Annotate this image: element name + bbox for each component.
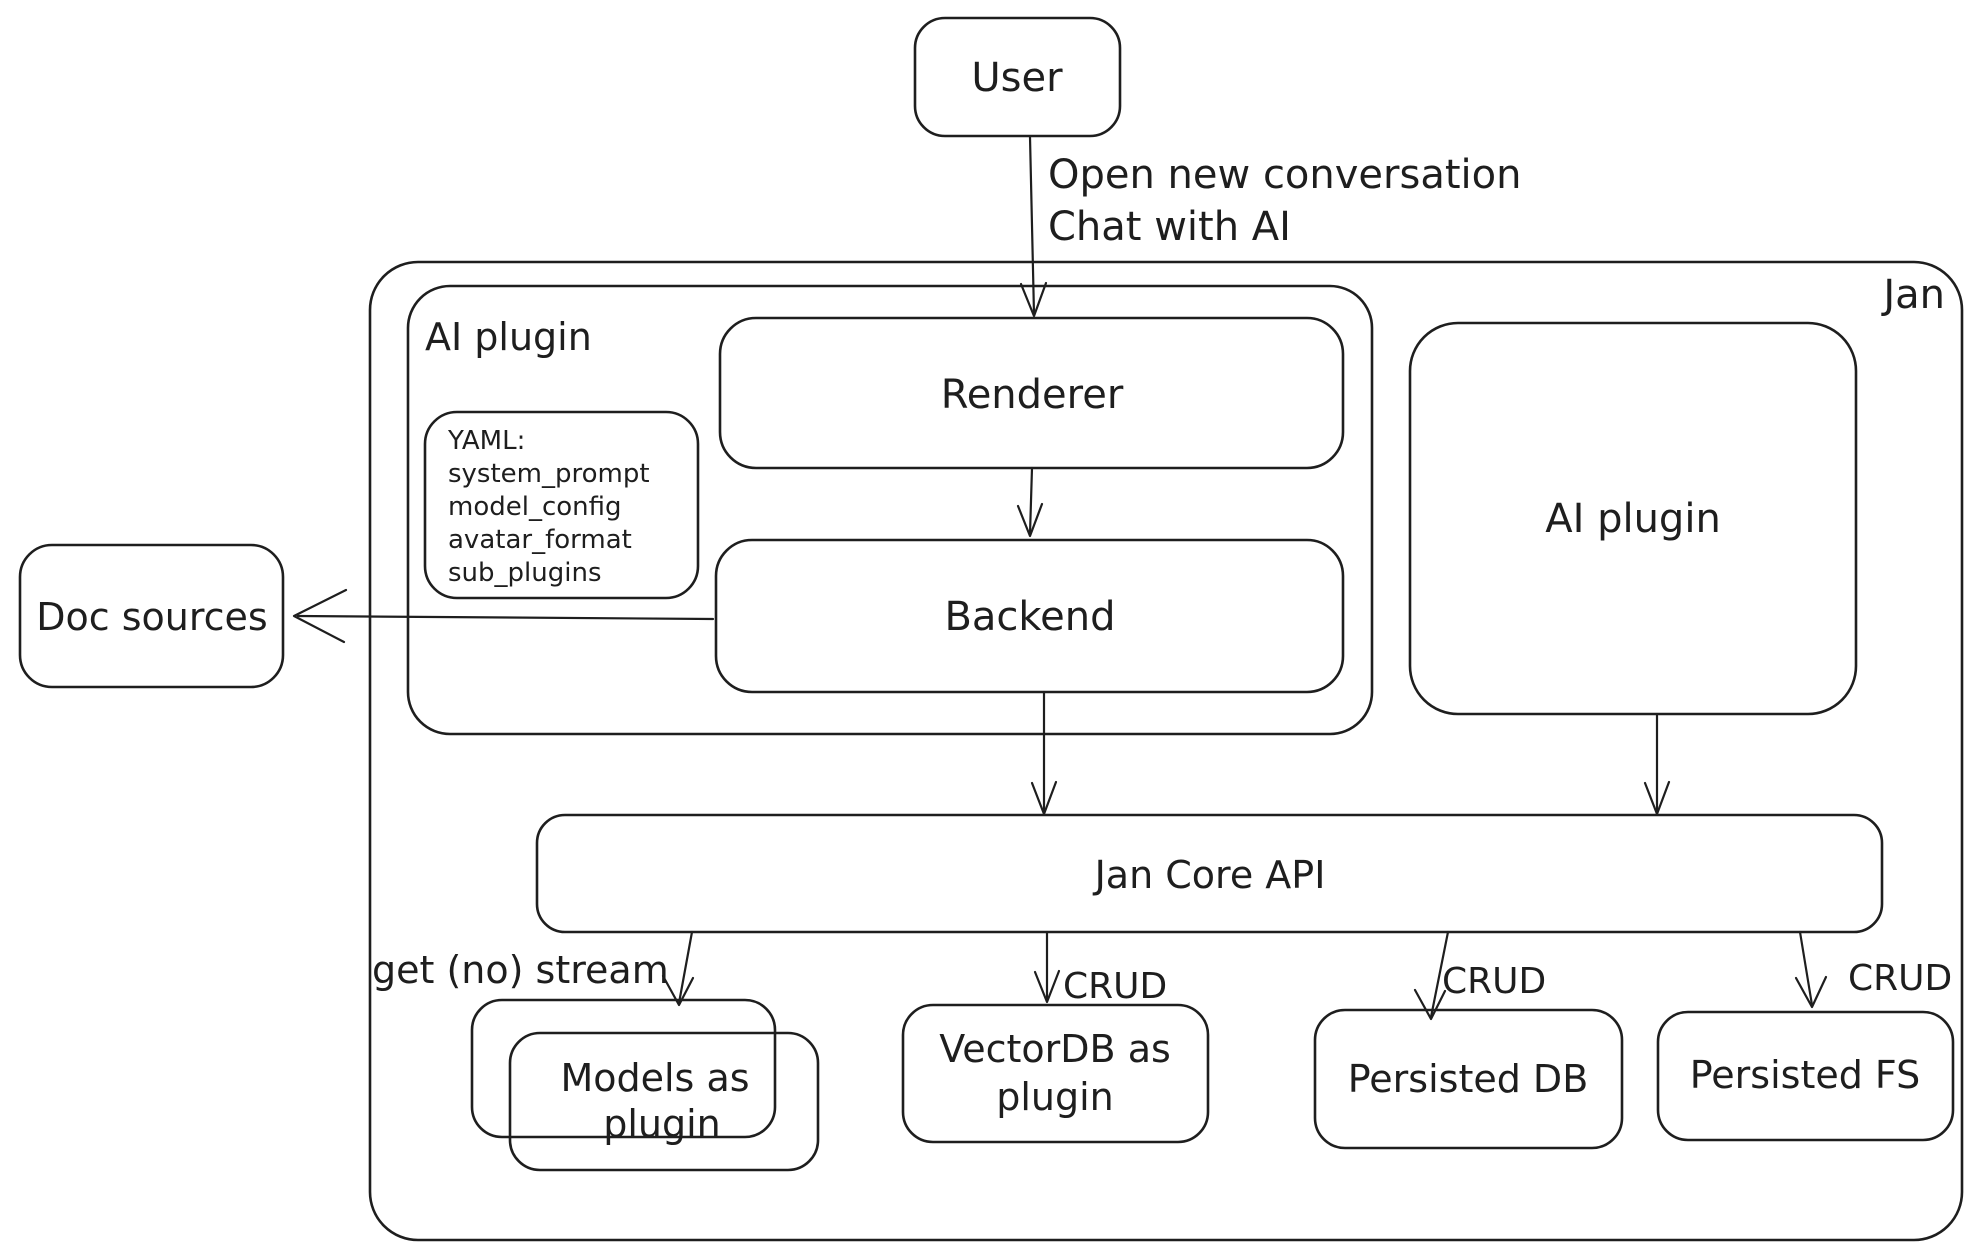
- edge-label-get-no-stream: get (no) stream: [372, 948, 669, 992]
- ai-plugin-right-label: AI plugin: [1545, 496, 1721, 542]
- yaml-note-line-2: system_prompt: [448, 459, 650, 489]
- vectordb-as-plugin-box: [901, 1003, 1210, 1144]
- user-label: User: [971, 55, 1063, 101]
- arrowhead-ai-plugin-to-jan-core-api: [1643, 780, 1671, 816]
- persisted-db-label: Persisted DB: [1348, 1057, 1589, 1101]
- edge-backend-to-doc-sources: [296, 614, 715, 621]
- ai-plugin-right-box: [1408, 321, 1858, 716]
- arrowhead-jan-core-api-to-persisted-db: [1413, 988, 1447, 1021]
- edge-label-chat-with-ai: Chat with AI: [1048, 204, 1291, 250]
- vectordb-as-plugin-label-line-2: plugin: [996, 1075, 1114, 1119]
- backend-box: [714, 538, 1345, 694]
- persisted-fs-label: Persisted FS: [1690, 1053, 1921, 1097]
- doc-sources-label: Doc sources: [36, 595, 267, 639]
- edge-jan-core-api-to-persisted-fs: [1798, 930, 1814, 1007]
- jan-container-label: Jan: [1880, 272, 1945, 318]
- persisted-fs-box: [1656, 1010, 1955, 1142]
- jan-core-api-box: [535, 813, 1884, 934]
- arrowhead-user-to-renderer: [1019, 281, 1048, 318]
- models-as-plugin-back-box: [470, 998, 777, 1139]
- arrowhead-jan-core-api-to-models: [661, 974, 695, 1007]
- edge-label-crud-vectordb: CRUD: [1063, 966, 1167, 1007]
- arrowhead-backend-to-jan-core-api: [1030, 780, 1058, 816]
- edge-jan-core-api-to-persisted-db: [1429, 930, 1450, 1019]
- vectordb-as-plugin-label-line-1: VectorDB as: [939, 1027, 1171, 1071]
- arrowhead-jan-core-api-to-vectordb: [1033, 969, 1061, 1004]
- edge-label-crud-persisted-fs: CRUD: [1848, 958, 1952, 999]
- models-as-plugin-front-box: [508, 1031, 820, 1172]
- persisted-db-box: [1313, 1008, 1624, 1150]
- edge-label-crud-persisted-db: CRUD: [1442, 961, 1546, 1002]
- backend-label: Backend: [944, 594, 1115, 640]
- yaml-note-line-5: sub_plugins: [448, 558, 602, 588]
- edge-jan-core-api-to-models: [677, 930, 694, 1005]
- renderer-label: Renderer: [941, 372, 1124, 418]
- yaml-note-box: [423, 410, 700, 600]
- edge-renderer-to-backend: [1028, 466, 1034, 536]
- ai-plugin-group-label: AI plugin: [425, 315, 592, 359]
- yaml-note-line-3: model_config: [448, 492, 622, 522]
- edge-label-open-new-conversation: Open new conversation: [1048, 152, 1521, 198]
- user-box: [913, 16, 1122, 138]
- arrowhead-jan-core-api-to-persisted-fs: [1794, 975, 1828, 1009]
- jan-container-box: [368, 260, 1964, 1242]
- arrowhead-renderer-to-backend: [1016, 502, 1044, 538]
- models-as-plugin-label-line-1: Models as: [560, 1056, 749, 1100]
- yaml-note-line-4: avatar_format: [448, 525, 632, 555]
- edge-user-to-renderer: [1028, 135, 1036, 316]
- models-as-plugin-label-line-2: plugin: [603, 1102, 721, 1146]
- doc-sources-box: [18, 543, 285, 689]
- arrowhead-backend-to-doc-sources: [292, 588, 348, 644]
- ai-plugin-group-box: [406, 284, 1374, 736]
- yaml-note-line-1: YAML:: [447, 426, 525, 456]
- jan-core-api-label: Jan Core API: [1093, 853, 1326, 897]
